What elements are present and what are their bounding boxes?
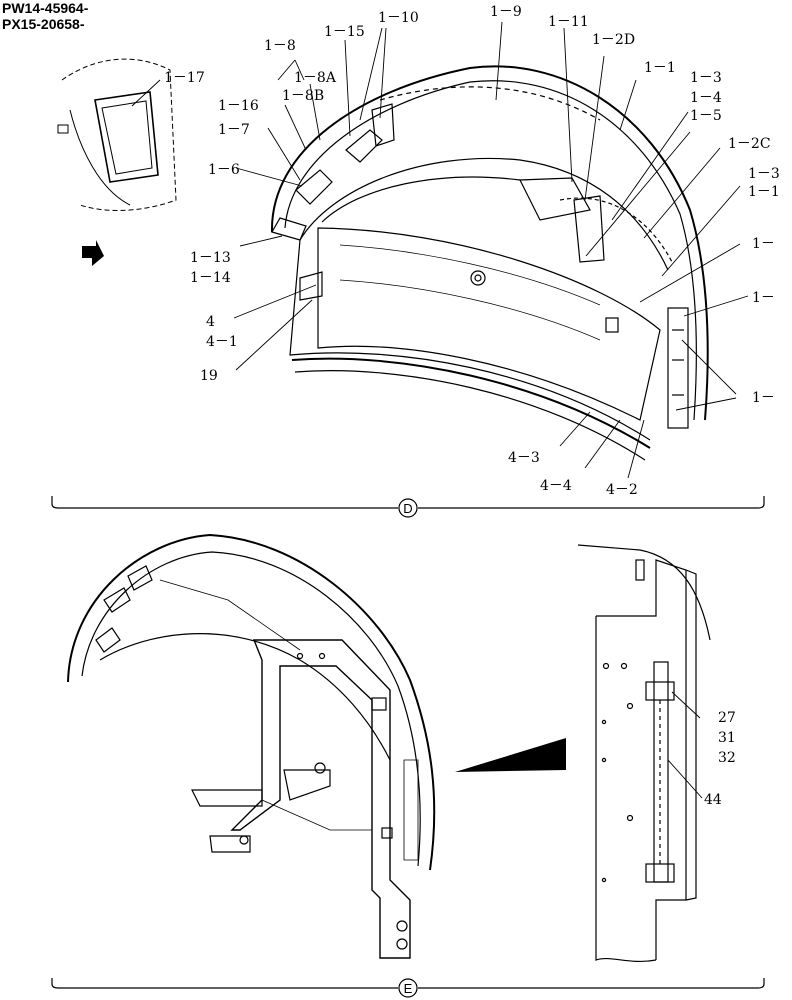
callout-1-8b: 1－8B [282,88,324,104]
callout-1-right-b: 1－ [752,290,775,306]
arrow-down-right-icon [82,240,104,266]
callout-1-4: 1－4 [690,90,722,106]
callout-1-2d: 1－2D [592,32,635,48]
callouts-top: 1－10 1－9 1－11 1－2D 1－8 1－15 1－17 1－8A 1－… [164,4,780,498]
callout-4-4: 4－4 [540,478,572,494]
callout-1-11: 1－11 [548,14,589,30]
callout-1-3-right: 1－3 [748,166,780,182]
callout-1-right-c: 1－ [752,390,775,406]
drawing-ref-1: PW14-45964- [2,0,89,16]
fender-assembly-bottom [67,533,436,959]
callout-1-8: 1－8 [264,38,296,54]
callout-1-2c: 1－2C [728,136,771,152]
callout-1-14: 1－14 [190,270,231,286]
callout-1-5: 1－5 [690,108,722,124]
section-divider-d [51,496,765,518]
hinge-detail-inset [577,544,711,963]
callout-1-6: 1－6 [208,162,240,178]
callout-19: 19 [200,368,218,384]
section-label-d: D [403,501,412,516]
callout-1-right-a: 1－ [752,236,775,252]
drawing-ref-2: PX15-20658- [2,16,85,32]
leader-lines-top [131,21,749,479]
callout-4-1: 4－1 [206,334,238,350]
callout-31: 31 [718,730,736,746]
callout-1-8a: 1－8A [294,70,337,86]
callout-1-17: 1－17 [164,70,205,86]
callout-27: 27 [718,710,736,726]
callouts-bottom: 27 31 32 44 [704,710,736,808]
callout-1-13: 1－13 [190,250,231,266]
callout-1-15: 1－15 [324,24,365,40]
callout-1-3-top: 1－3 [690,70,722,86]
section-divider-e [51,978,765,998]
callout-1-7: 1－7 [218,122,250,138]
callout-1-16: 1－16 [218,98,259,114]
callout-4: 4 [206,314,215,330]
callout-32: 32 [718,750,736,766]
leader-lines-bottom [667,691,703,799]
section-label-e: E [404,981,413,996]
cab-inset-view [57,58,177,211]
detail-pointer [455,738,566,772]
callout-4-3: 4－3 [508,450,540,466]
callout-1-10: 1－10 [378,10,419,26]
callout-1-1-top: 1－1 [644,60,676,76]
callout-1-9: 1－9 [490,4,522,20]
callout-44: 44 [704,792,722,808]
fender-assembly-top [270,65,709,461]
callout-4-2: 4－2 [606,482,638,498]
callout-1-1-right: 1－1 [748,184,780,200]
